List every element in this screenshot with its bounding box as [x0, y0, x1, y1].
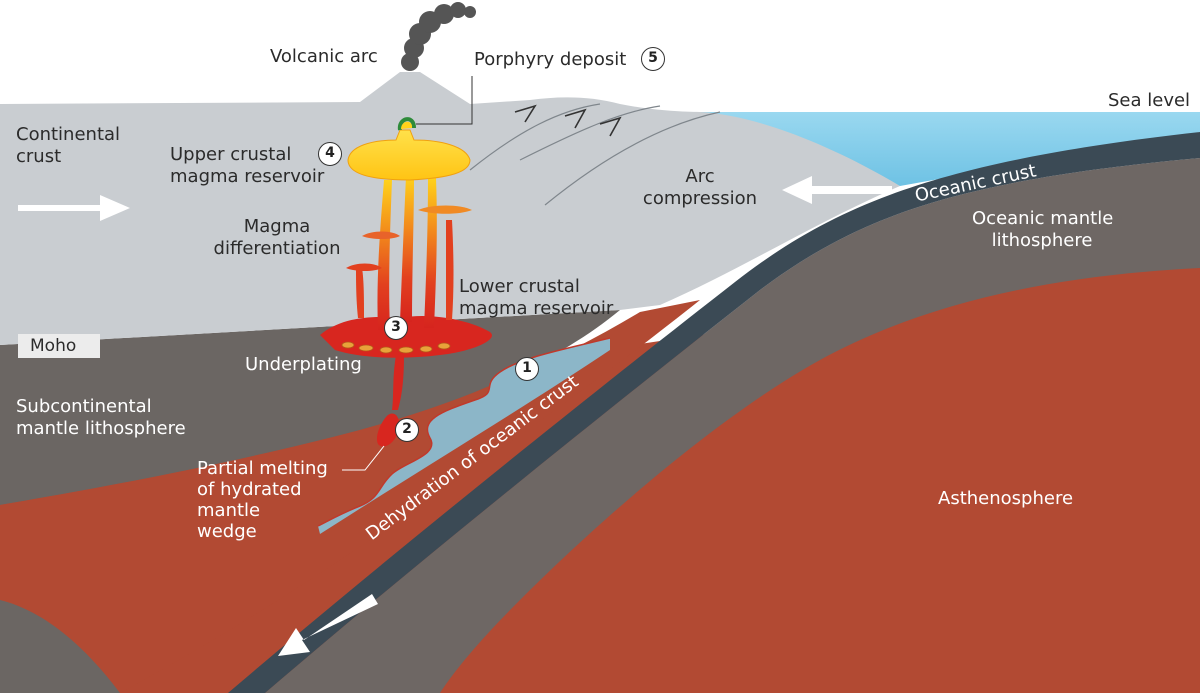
deep-mantle-left [0, 600, 120, 693]
step-4-badge: 4 [318, 142, 342, 166]
step-2-badge: 2 [395, 418, 419, 442]
subcontinental-mantle-lithosphere [0, 310, 620, 505]
underplating-label: Underplating [245, 354, 362, 375]
sill-3 [418, 205, 472, 214]
step-1-badge: 1 [515, 357, 539, 381]
upper-crustal-reservoir [347, 129, 471, 181]
partial-melting-label: Partial melting of hydrated mantle wedge [197, 458, 328, 542]
feeder-dyke [392, 355, 404, 410]
fault-tick-2 [564, 108, 587, 129]
partial-melting-leader [342, 445, 385, 471]
conduit-3 [424, 178, 437, 328]
slab-fluids-edge [317, 337, 611, 527]
compression-arrow [782, 176, 892, 204]
oceanic-mantle-lithosphere-label: Oceanic mantle lithosphere [972, 208, 1114, 251]
subduction-arrow [278, 594, 378, 656]
porphyry-deposit-label: Porphyry deposit [474, 49, 627, 70]
magma-differentiation-label: Magma differentiation [213, 216, 341, 259]
fault-line-3 [544, 111, 721, 206]
fault-line-1 [469, 103, 601, 171]
underplating-blobs [341, 341, 451, 354]
continent-arrow [18, 195, 130, 221]
moho-label: Moho [18, 334, 100, 358]
oceanic-mantle-lithosphere [265, 158, 1200, 693]
oceanic-crust-slab [228, 132, 1200, 693]
fault-tick-1 [514, 104, 537, 123]
sill-2 [346, 263, 382, 271]
step-5-badge: 5 [641, 47, 665, 71]
sea-level-label: Sea level [1108, 90, 1191, 111]
conduit-5 [446, 220, 454, 320]
sill-1 [362, 231, 400, 239]
step-3-badge: 3 [384, 316, 408, 340]
porphyry-deposit [397, 117, 416, 131]
lower-crustal-reservoir-label: Lower crustal magma reservoir [459, 276, 614, 319]
conduit-1 [377, 180, 392, 330]
melt-pocket [376, 413, 400, 447]
upper-crustal-reservoir-label: Upper crustal magma reservoir [170, 144, 325, 187]
volcanic-plume [401, 2, 476, 71]
volcanic-arc-label: Volcanic arc [270, 46, 378, 67]
fault-line-2 [519, 105, 661, 161]
arc-compression-label: Arc compression [642, 166, 758, 209]
continental-crust-label: Continental crust [16, 124, 121, 167]
porphyry-leader [416, 76, 473, 125]
conduit-2 [400, 176, 414, 322]
slab-fluids [318, 338, 610, 534]
porphyry-core [401, 121, 413, 129]
conduit-4 [356, 268, 364, 318]
magma-system [320, 117, 492, 447]
subcontinental-mantle-lithosphere-label: Subcontinental mantle lithosphere [16, 396, 186, 439]
asthenosphere-label: Asthenosphere [938, 488, 1074, 509]
fault-tick-3 [599, 116, 622, 137]
